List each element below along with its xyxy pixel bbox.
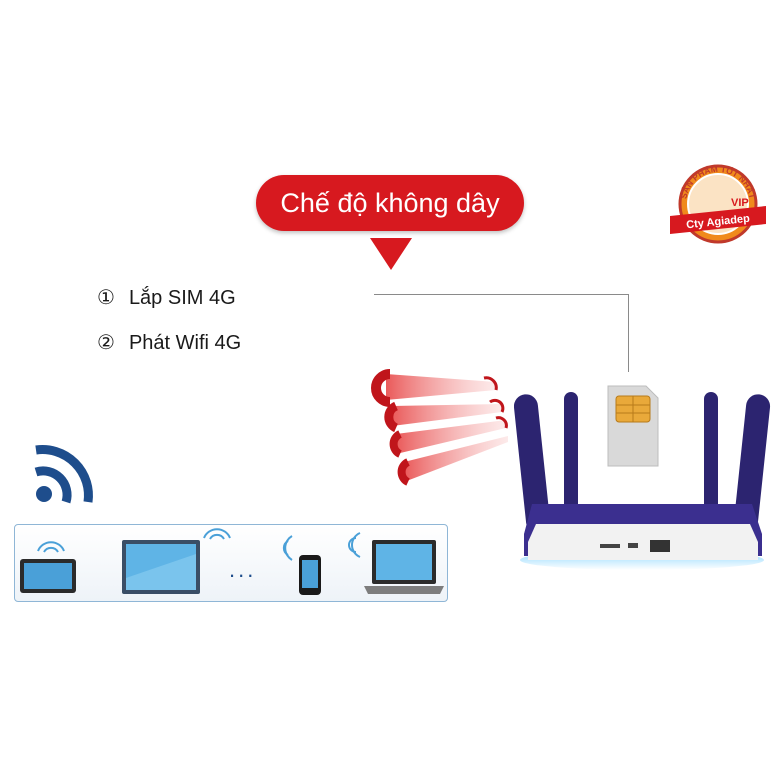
sim-card-icon [607,385,659,467]
router-icon [514,392,771,570]
step-insert-sim: ① Lắp SIM 4G [97,285,236,310]
red-signal-waves-icon [371,369,508,486]
step-number: ① [97,287,115,309]
wifi-icon [34,445,93,504]
connector-line-vertical [628,294,629,372]
monitor-icon [122,540,200,594]
more-devices-dots: ... [229,557,257,582]
wireless-mode-badge: Chế độ không dây [256,175,524,231]
tablet-icon [20,559,76,593]
step-broadcast-wifi: ② Phát Wifi 4G [97,330,241,355]
signal-wave-icon [282,535,293,561]
seal-vip: VIP [731,197,749,209]
phone-icon [299,555,321,595]
signal-wave-icon [348,532,361,558]
signal-wave-icon [203,528,231,540]
quality-seal: SẢN PHẨM TỐT NHẤT VIP Cty Agiadep [670,164,766,244]
connector-line [374,294,629,295]
laptop-icon [364,540,444,594]
step-number: ② [97,332,115,354]
signal-wave-icon [37,541,65,553]
step-label: Lắp SIM 4G [128,287,236,309]
step-label: Phát Wifi 4G [128,332,242,354]
pointer-arrow [370,238,412,270]
